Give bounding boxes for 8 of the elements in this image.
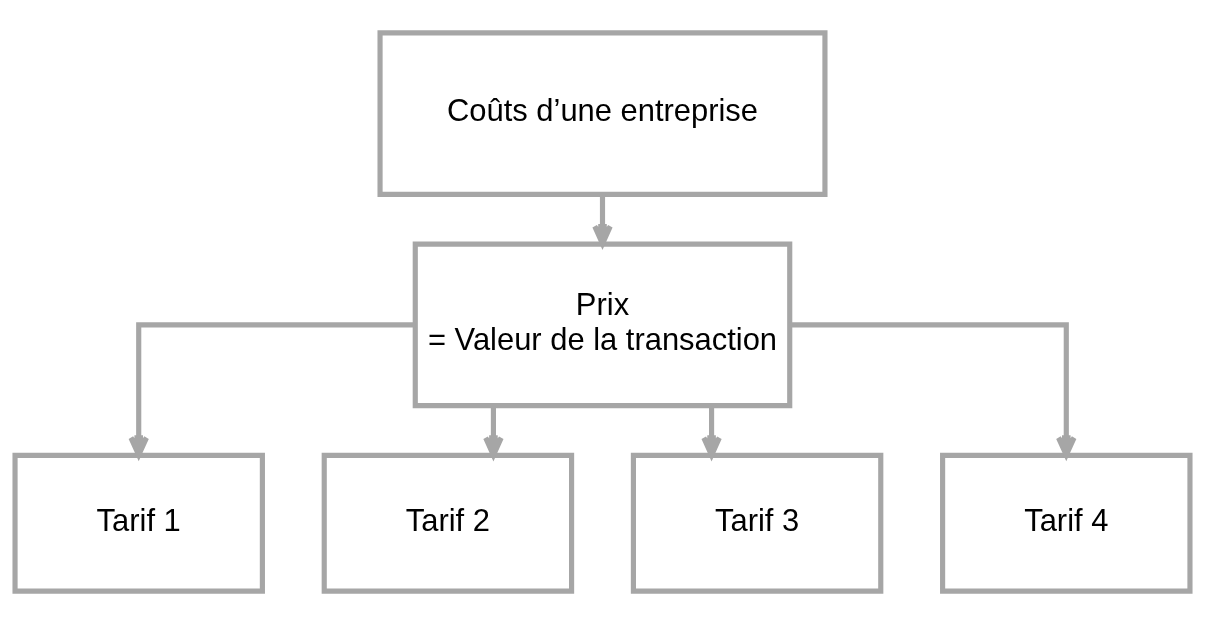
node-box: Tarif 3	[630, 452, 884, 594]
node-box: Prix = Valeur de la transaction	[412, 241, 793, 408]
node-box: Tarif 1	[12, 452, 265, 594]
arrow	[789, 321, 1077, 458]
node-box: Coûts d’une entreprise	[377, 29, 828, 197]
node-box: Tarif 4	[940, 452, 1193, 594]
node-box: Tarif 2	[321, 452, 575, 594]
arrow	[128, 321, 416, 458]
